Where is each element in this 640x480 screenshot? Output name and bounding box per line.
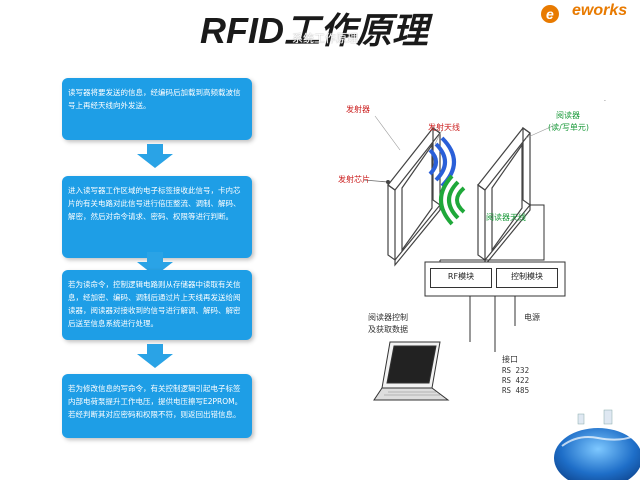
chip-pointer [363,179,389,183]
flow-step-4-text: 若为修改信息的写命令，有关控制逻辑引起电子标签内部电荷泵提升工作电压，提供电压擦… [68,384,243,419]
interface-item-rs232: RS 232 [502,366,530,375]
flow-step-3: 若为读命令，控制逻辑电路则从存储器中读取有关信息，经加密、编码、调制后通过片上天… [62,270,252,340]
eworks-logo: e [541,5,559,23]
rfid-system-diagram [363,115,566,401]
flow-step-4: 若为修改信息的写命令，有关控制逻辑引起电子标签内部电荷泵提升工作电压，提供电压擦… [62,374,252,438]
interface-label: 接口 [502,355,518,364]
interface-item-rs485: RS 485 [502,386,530,395]
antenna-cable [440,204,545,261]
transmitter-tag-antenna [387,126,441,267]
reader-control-label-2: 及获取数据 [368,325,408,334]
interface-item-rs422: RS 422 [502,376,530,385]
page-title: RFID工作原理 [200,10,428,51]
rf-waves-green [439,174,466,226]
flow-step-3-text: 若为读命令，控制逻辑电路则从存储器中读取有关信息，经加密、编码、调制后通过片上天… [68,280,241,328]
reader-control-label-1: 阅读器控制 [368,313,408,322]
globe-decoration-icon [554,409,640,480]
rf-module: RF模块 [430,268,492,288]
control-module-label: 控制模块 [511,272,543,281]
transmitter-label: 发射器 [346,105,370,114]
power-label: 电源 [524,313,540,322]
reader-antenna [477,126,531,267]
rf-module-label: RF模块 [447,272,475,281]
flow-step-1-text: 读写器将要发送的信息，经编码后加载到高频载波信号上再经天线向外发送。 [68,88,241,110]
flow-step-2-text: 进入读写器工作区域的电子标签接收此信号，卡内芯片的有关电路对此信号进行倍压整流、… [68,186,241,221]
reader-sub-label: (读/写单元) [548,123,589,132]
laptop-icon [373,341,450,401]
control-module: 控制模块 [496,268,558,288]
transmit-chip-label: 发射芯片 [338,175,370,184]
flow-step-2: 进入读写器工作区域的电子标签接收此信号，卡内芯片的有关电路对此信号进行倍压整流、… [62,176,252,258]
page-subtitle: 系统工作原理 [292,32,358,45]
transmit-antenna-label: 发射天线 [428,123,460,132]
logo-mark-icon [541,5,559,23]
logo-text: eworks [572,2,628,19]
flow-step-1: 读写器将要发送的信息，经编码后加载到高频载波信号上再经天线向外发送。 [62,78,252,140]
svg-text:e: e [546,6,554,22]
reader-antenna-label: 阅读器天线 [486,213,526,222]
reader-label: 阅读器 [556,111,580,120]
corner-mark: . [604,96,606,103]
